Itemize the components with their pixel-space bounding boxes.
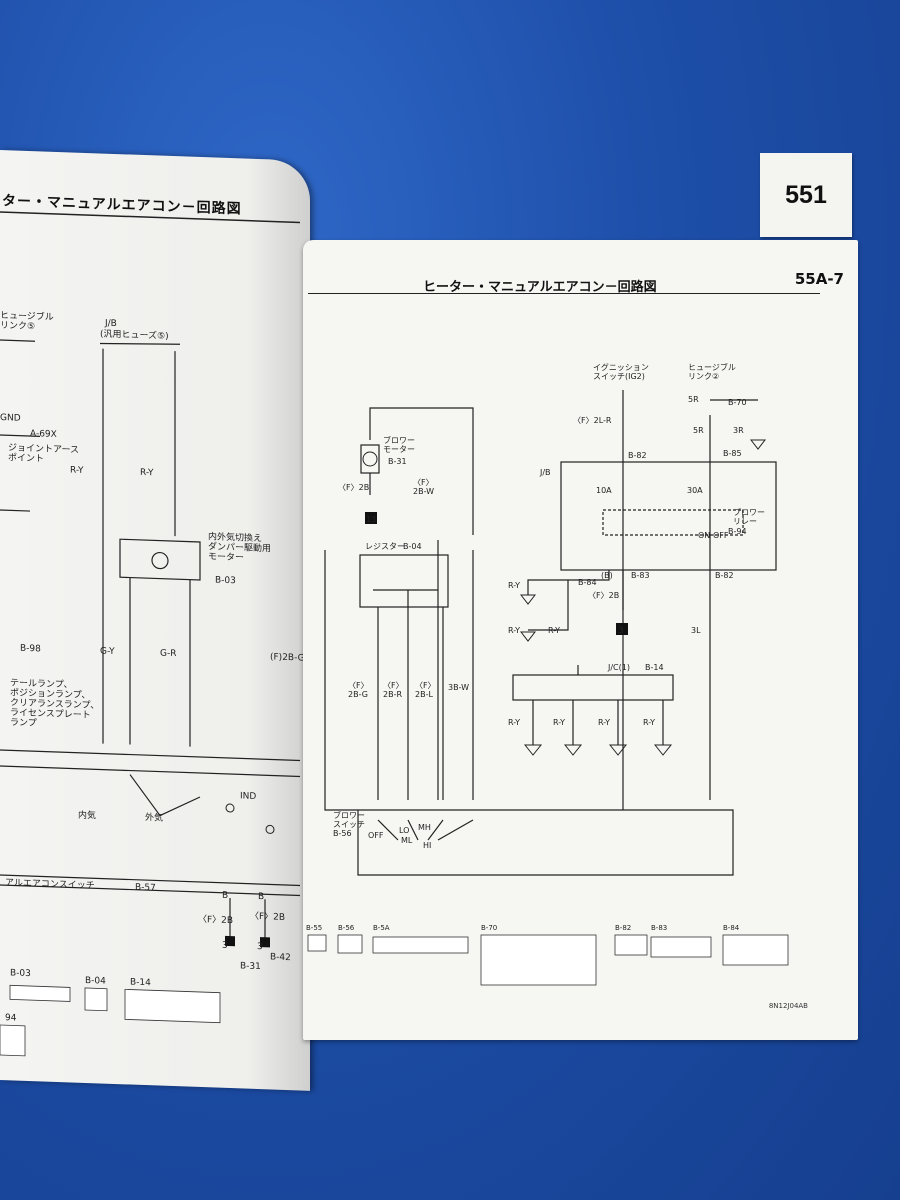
switch-hi: HI — [423, 841, 431, 850]
f2b-wire: 〈F〉2B — [338, 483, 369, 492]
ry-2: R-Y — [508, 626, 520, 635]
f2bg-left: (F)2B-G — [270, 652, 305, 663]
page-number-sticker: 551 — [760, 153, 852, 237]
wire-b-1: B — [222, 891, 228, 901]
ry-4: R-Y — [508, 718, 520, 727]
blower-switch-ref: B-56 — [333, 829, 352, 838]
ign-switch-label: イグニッションスイッチ(IG2) — [593, 362, 649, 381]
document-code: 8N12J04AB — [768, 1002, 808, 1010]
joint-earth-label: ジョイントアースポイント — [8, 443, 79, 465]
jb-label: J/B — [104, 319, 117, 329]
switch-ml: ML — [401, 836, 413, 845]
b85-ref: B-85 — [723, 449, 742, 458]
joint-earth-ref: A-69X — [30, 429, 57, 440]
gnd-label: GND — [0, 413, 21, 424]
b-paren: (B) — [601, 571, 613, 580]
conn-b14: B-14 — [130, 978, 151, 989]
right-wiring-diagram: ブロワーモーター B-31 〈F〉2B 〈F〉2B-W レジスター B-04 〈… — [306, 362, 789, 986]
jc-label: J/C(1) — [607, 663, 630, 672]
relay-ref: B-94 — [728, 527, 747, 536]
conn-b84: B-84 — [723, 924, 740, 932]
f2lr-wire: 〈F〉2L-R — [573, 416, 612, 425]
b83-ref: B-83 — [631, 571, 650, 580]
switch-ref: B-57 — [135, 883, 156, 894]
inside-air-label: 内気 — [78, 809, 96, 822]
relay-on: ON — [698, 531, 710, 540]
jc-ref: B-14 — [645, 663, 664, 672]
ground-2: 3 — [257, 942, 263, 952]
wire-3r: 3R — [733, 426, 744, 435]
left-wiring-diagram: ヒュージブルリンク⑤ J/B (汎用ヒューズ⑤) R-Y R-Y GND ジョイ… — [0, 211, 305, 1057]
b31-ref: B-31 — [240, 961, 261, 972]
conn-b5a: B-5A — [373, 924, 390, 932]
wire-5r-2: 5R — [693, 426, 704, 435]
wire-gr: G-R — [160, 649, 176, 660]
resistor-label: レジスター — [365, 542, 405, 551]
section-page-number: 55A-7 — [794, 270, 844, 288]
blower-switch-label: ブロワースイッチ — [333, 810, 365, 829]
ground-13: 13 — [366, 515, 376, 524]
f2bw-wire: 〈F〉2B-W — [413, 478, 434, 496]
ry-6: R-Y — [598, 718, 610, 727]
conn-b03: B-03 — [10, 968, 31, 979]
wire-gy: G-Y — [100, 646, 115, 657]
b82-ref-b: B-82 — [715, 571, 734, 580]
b70-ref: B-70 — [728, 398, 747, 407]
blower-motor-label: ブロワーモーター — [383, 435, 415, 454]
b82-ref-a: B-82 — [628, 451, 647, 460]
right-page: ヒーター・マニュアルエアコン－回路図 55A-7 — [303, 240, 858, 1040]
outside-air-label: 外気 — [145, 811, 163, 824]
conn-b04: B-04 — [85, 976, 106, 987]
fuse-30a: 30A — [687, 486, 703, 495]
conn-b55: B-55 — [306, 924, 322, 932]
right-page-title: ヒーター・マニュアルエアコン－回路図 — [423, 280, 657, 295]
lamps-label: テールランプ、ポジションランプ、クリアランスランプ、ライセンスプレートランプ — [10, 677, 99, 731]
b84-ref: B-84 — [578, 578, 597, 587]
switch-mh: MH — [418, 823, 431, 832]
relay-off: OFF — [713, 531, 729, 540]
f2br-wire: 〈F〉2B-R — [383, 681, 404, 699]
f2b-2: 〈F〉2B — [250, 911, 285, 923]
jb-label: J/B — [539, 468, 551, 477]
damper-ref: B-03 — [215, 576, 236, 587]
wire-ry-1: R-Y — [70, 465, 84, 475]
jb-fuse-label: (汎用ヒューズ⑤) — [100, 327, 169, 341]
ground-1: 3 — [222, 941, 228, 951]
blower-relay-label: ブロワーリレー — [733, 507, 765, 526]
ry-1: R-Y — [508, 581, 520, 590]
damper-motor-label: 内外気切換えダンパー駆動用モーター — [208, 530, 271, 564]
fusible-link-label: ヒュージブルリンク⑤ — [0, 309, 54, 333]
header-rule — [308, 293, 820, 294]
conn-b70: B-70 — [481, 924, 497, 932]
f2bg-wire: 〈F〉2B-G — [348, 681, 369, 699]
conn-b56: B-56 — [338, 924, 355, 932]
ry-5: R-Y — [553, 718, 565, 727]
fusible-link-2: ヒュージブルリンク② — [688, 362, 736, 381]
conn-b83: B-83 — [651, 924, 667, 932]
f2b-1: 〈F〉2B — [198, 914, 233, 926]
b42-ref: B-42 — [270, 952, 291, 963]
left-page: ター・マニュアルエアコン－回路図 ヒュージブルリン — [0, 150, 310, 1091]
ry-3: R-Y — [548, 626, 560, 635]
wire-ry-2: R-Y — [140, 468, 154, 478]
f2b-wire-2: 〈F〉2B — [588, 591, 619, 600]
blower-motor-ref: B-31 — [388, 457, 407, 466]
wire-5r-1: 5R — [688, 395, 699, 404]
conn-94: 94 — [5, 1013, 17, 1023]
f2bl-wire: 〈F〉2B-L — [415, 681, 436, 699]
conn-b82: B-82 — [615, 924, 631, 932]
wire-3l: 3L — [691, 626, 701, 635]
ind-label: IND — [240, 791, 256, 802]
w3b-wire: 3B-W — [448, 683, 469, 692]
b98-ref: B-98 — [20, 644, 41, 655]
wire-b-2: B — [258, 892, 264, 902]
ry-7: R-Y — [643, 718, 655, 727]
switch-lo: LO — [399, 826, 409, 835]
resistor-ref: B-04 — [403, 542, 422, 551]
fuse-10a: 10A — [596, 486, 612, 495]
ground-3: 3 — [618, 626, 624, 636]
switch-off: OFF — [368, 831, 384, 840]
switch-label: アルエアコンスイッチ — [5, 877, 95, 891]
